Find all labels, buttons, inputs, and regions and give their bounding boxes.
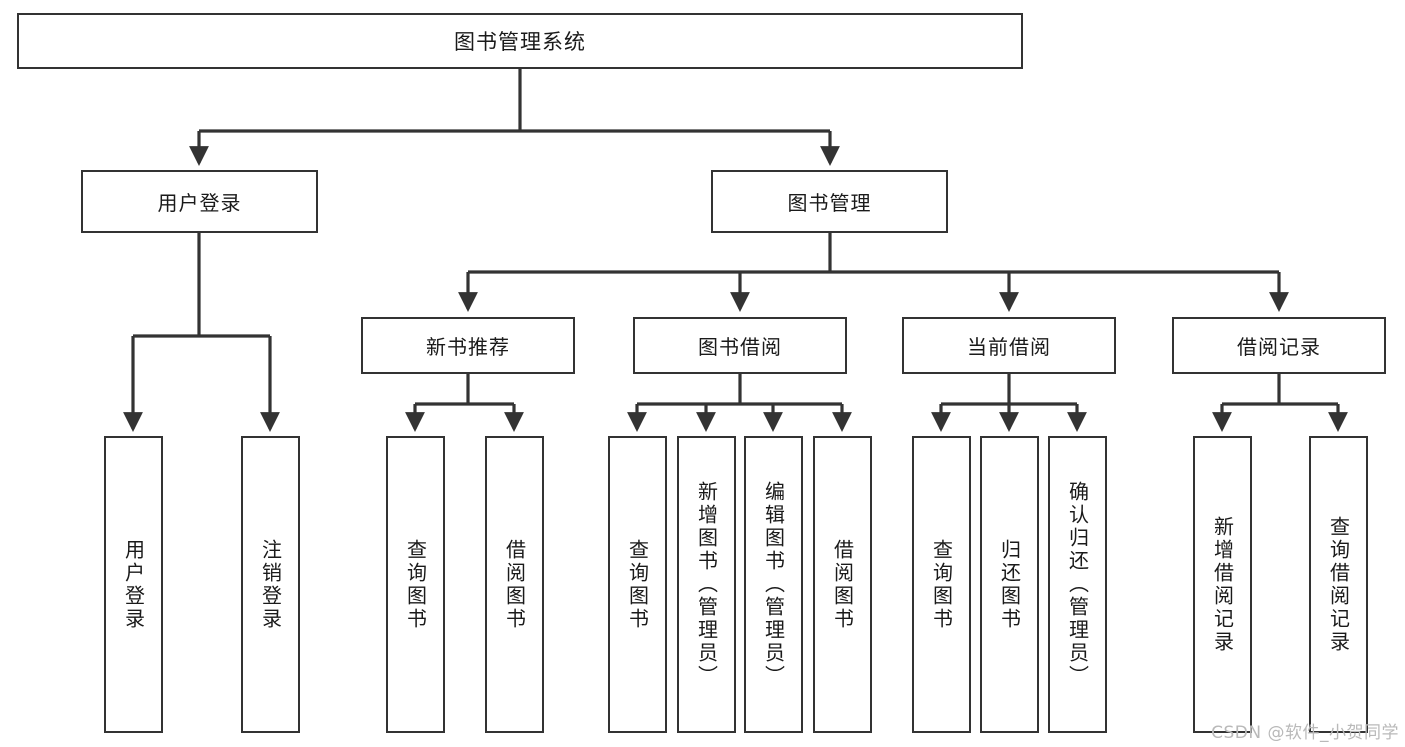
leaf-confirm-return-admin[interactable]: 确认归还（管理员）: [1048, 436, 1107, 733]
node-label: 用户登录: [121, 538, 146, 631]
node-label: 归还图书: [997, 538, 1022, 631]
leaf-add-book-admin[interactable]: 新增图书（管理员）: [677, 436, 736, 733]
node-book-borrowing[interactable]: 图书借阅: [633, 317, 847, 374]
leaf-edit-book-admin[interactable]: 编辑图书（管理员）: [744, 436, 803, 733]
node-book-management-system[interactable]: 图书管理系统: [17, 13, 1023, 69]
leaf-borrow-book-borrowing[interactable]: 借阅图书: [813, 436, 872, 733]
node-label: 确认归还（管理员）: [1065, 481, 1090, 688]
node-label: 查询图书: [403, 538, 428, 631]
leaf-query-borrow-record[interactable]: 查询借阅记录: [1309, 436, 1368, 733]
node-label: 借阅图书: [830, 538, 855, 631]
node-label: 图书管理: [787, 191, 872, 215]
leaf-query-book-borrowing[interactable]: 查询图书: [608, 436, 667, 733]
node-label: 用户登录: [157, 191, 242, 215]
node-label: 新书推荐: [426, 335, 510, 359]
leaf-query-book-current[interactable]: 查询图书: [912, 436, 971, 733]
leaf-add-borrow-record[interactable]: 新增借阅记录: [1193, 436, 1252, 733]
node-label: 查询借阅记录: [1326, 515, 1351, 654]
node-label: 注销登录: [258, 538, 283, 631]
node-label: 查询图书: [929, 538, 954, 631]
node-label: 查询图书: [625, 538, 650, 631]
leaf-query-book-new-recommendation[interactable]: 查询图书: [386, 436, 445, 733]
node-label: 新增借阅记录: [1210, 515, 1235, 654]
leaf-return-book[interactable]: 归还图书: [980, 436, 1039, 733]
node-new-book-recommendation[interactable]: 新书推荐: [361, 317, 575, 374]
leaf-borrow-book-new-recommendation[interactable]: 借阅图书: [485, 436, 544, 733]
leaf-logout[interactable]: 注销登录: [241, 436, 300, 733]
node-label: 图书管理系统: [454, 30, 586, 54]
node-label: 当前借阅: [967, 335, 1051, 359]
node-book-management[interactable]: 图书管理: [711, 170, 948, 233]
node-borrowing-record[interactable]: 借阅记录: [1172, 317, 1386, 374]
node-user-login[interactable]: 用户登录: [81, 170, 318, 233]
node-current-borrowing[interactable]: 当前借阅: [902, 317, 1116, 374]
leaf-user-login[interactable]: 用户登录: [104, 436, 163, 733]
node-label: 借阅记录: [1237, 335, 1321, 359]
node-label: 图书借阅: [698, 335, 782, 359]
csdn-watermark: CSDN @软件_小贺同学: [1211, 723, 1399, 743]
node-label: 新增图书（管理员）: [694, 481, 719, 688]
node-label: 借阅图书: [502, 538, 527, 631]
node-label: 编辑图书（管理员）: [761, 481, 786, 688]
